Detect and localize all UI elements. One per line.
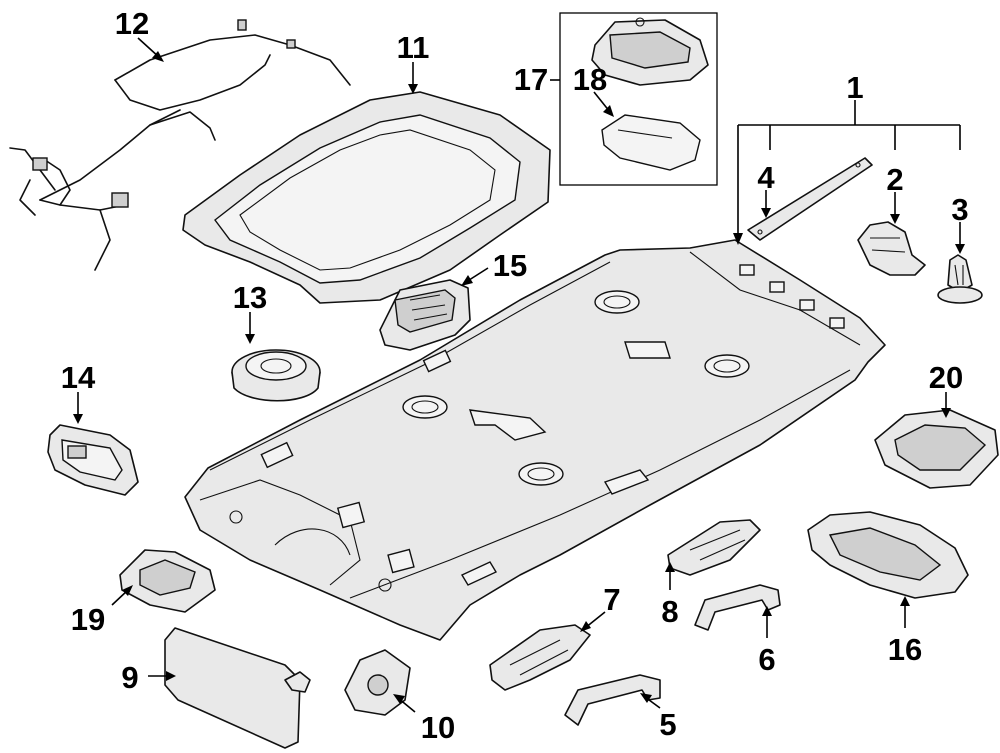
callout-14: 14 [61, 360, 96, 395]
callout-17: 17 [514, 62, 548, 97]
push-clip-3-part[interactable] [937, 254, 983, 304]
callout-11: 11 [397, 30, 430, 65]
callout-6: 6 [758, 642, 775, 677]
callout-13: 13 [233, 280, 267, 315]
console-lamp-16-part[interactable] [807, 511, 969, 599]
bracket-8-part[interactable] [667, 519, 761, 576]
visor-bracket-10-part[interactable] [344, 649, 411, 716]
grab-handle-6-part[interactable] [694, 584, 781, 631]
clip-2-part[interactable] [857, 221, 926, 276]
callout-16: 16 [888, 632, 922, 667]
callout-9: 9 [121, 660, 138, 695]
map-lamp-assembly-part[interactable] [591, 17, 709, 86]
callout-19: 19 [71, 602, 105, 637]
callout-12: 12 [115, 6, 149, 41]
lamp-housing-part[interactable] [47, 424, 139, 496]
overhead-console-part[interactable] [379, 279, 471, 351]
callout-18: 18 [573, 62, 607, 97]
map-lamp-lens-part[interactable] [601, 114, 701, 171]
map-lamp-inset-box [559, 12, 718, 186]
callout-4: 4 [757, 160, 775, 195]
callout-labels: 1 2 3 4 5 6 7 8 9 10 11 12 13 14 15 16 1… [61, 6, 969, 745]
callout-20: 20 [929, 360, 963, 395]
sunroof-frame-part[interactable] [182, 91, 551, 304]
headliner-panel[interactable] [184, 239, 886, 641]
callout-15: 15 [493, 248, 527, 283]
sun-visor-9-part[interactable] [164, 627, 311, 749]
callout-10: 10 [421, 710, 455, 745]
leader-lines [73, 37, 965, 713]
dome-lamp-20-part[interactable] [874, 409, 999, 489]
lamp-19-part[interactable] [119, 549, 216, 613]
callout-5: 5 [659, 707, 676, 742]
callout-7: 7 [603, 582, 620, 617]
grab-handle-5-part[interactable] [564, 674, 661, 726]
callout-1: 1 [846, 70, 863, 105]
callout-2: 2 [886, 162, 903, 197]
wiring-harness-part[interactable] [9, 19, 351, 271]
callout-3: 3 [951, 192, 968, 227]
callout-8: 8 [661, 594, 678, 629]
speaker-part[interactable] [231, 349, 321, 402]
bracket-7-part[interactable] [489, 624, 591, 691]
strip-4-part[interactable] [747, 157, 873, 241]
